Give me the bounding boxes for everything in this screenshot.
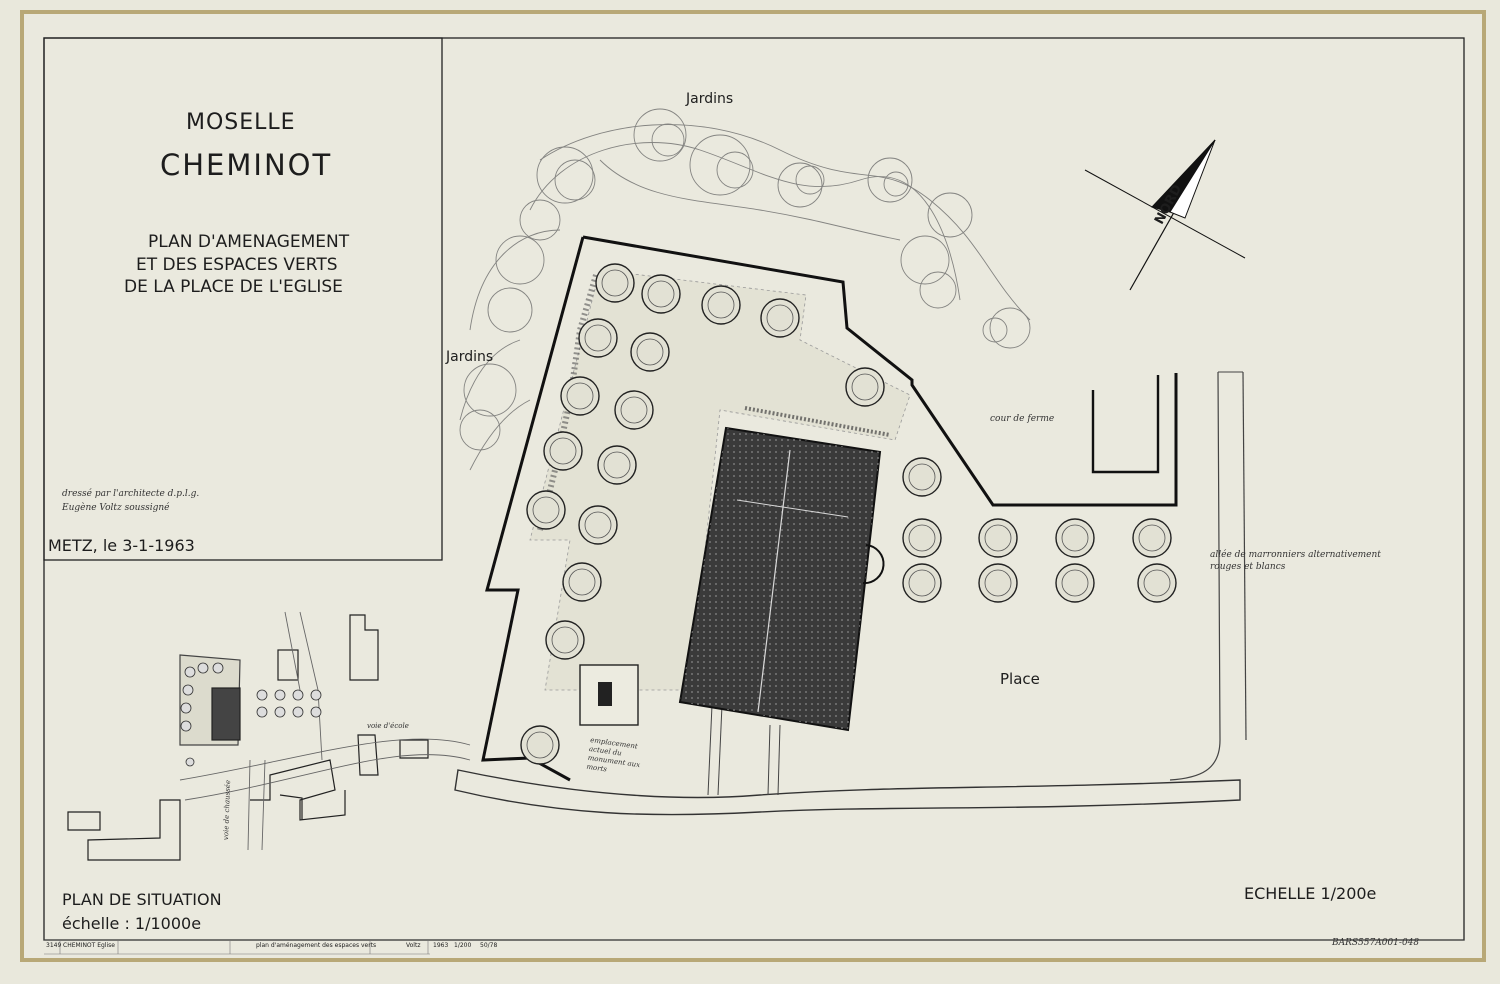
situation-title: PLAN DE SITUATION <box>62 890 222 909</box>
farm-courtyard <box>1091 375 1160 474</box>
author-line-1: dressé par l'architecte d.p.l.g. <box>62 489 200 499</box>
garden-scribbles <box>459 108 1031 471</box>
allee-label-2: rouges et blancs <box>1210 562 1286 572</box>
footer-cell-6: 1/200 <box>454 942 472 949</box>
situation-scale: échelle : 1/1000e <box>62 914 202 933</box>
footer-cell-4: Voltz <box>406 942 421 949</box>
allee-label: allée de marronniers alternativement <box>1210 550 1381 560</box>
author-line-2: Eugène Voltz soussigné <box>62 503 170 513</box>
situation-plan <box>67 611 471 861</box>
boundary-right <box>582 235 1178 507</box>
tree-canopy-inner <box>526 269 1171 759</box>
voie-ecole-label: voie d'école <box>367 722 409 730</box>
jardins-top-label: Jardins <box>686 91 734 107</box>
main-scale: ECHELLE 1/200e <box>1244 884 1377 903</box>
place-label: Place <box>1000 670 1040 688</box>
lawn-area <box>529 269 911 691</box>
footer-cell-2: CHEMINOT Eglise <box>63 942 115 949</box>
footer-cell-3: plan d'aménagement des espaces verts <box>256 942 377 949</box>
cour-de-ferme-label: cour de ferme <box>990 414 1055 424</box>
cartouche-box <box>43 37 443 561</box>
monument <box>598 682 612 706</box>
footer-cell-1: 3149 <box>46 942 62 949</box>
jardins-left-label: Jardins <box>446 349 494 365</box>
church-building <box>678 426 885 732</box>
footer-cell-7: 50/78 <box>480 942 498 949</box>
title-line-2: ET DES ESPACES VERTS <box>136 255 338 275</box>
department-label: MOSELLE <box>186 110 296 135</box>
title-line-3: DE LA PLACE DE L'EGLISE <box>124 277 343 297</box>
archive-reference: BARS557A001-048 <box>1332 938 1420 948</box>
trees <box>520 263 1177 765</box>
footer-cell-5: 1963 <box>433 942 449 949</box>
north-arrow <box>1084 139 1246 291</box>
road <box>454 769 1241 816</box>
commune-title: CHEMINOT <box>160 148 333 182</box>
title-line-1: PLAN D'AMENAGEMENT <box>148 232 350 252</box>
date-label: METZ, le 3-1-1963 <box>48 536 195 555</box>
